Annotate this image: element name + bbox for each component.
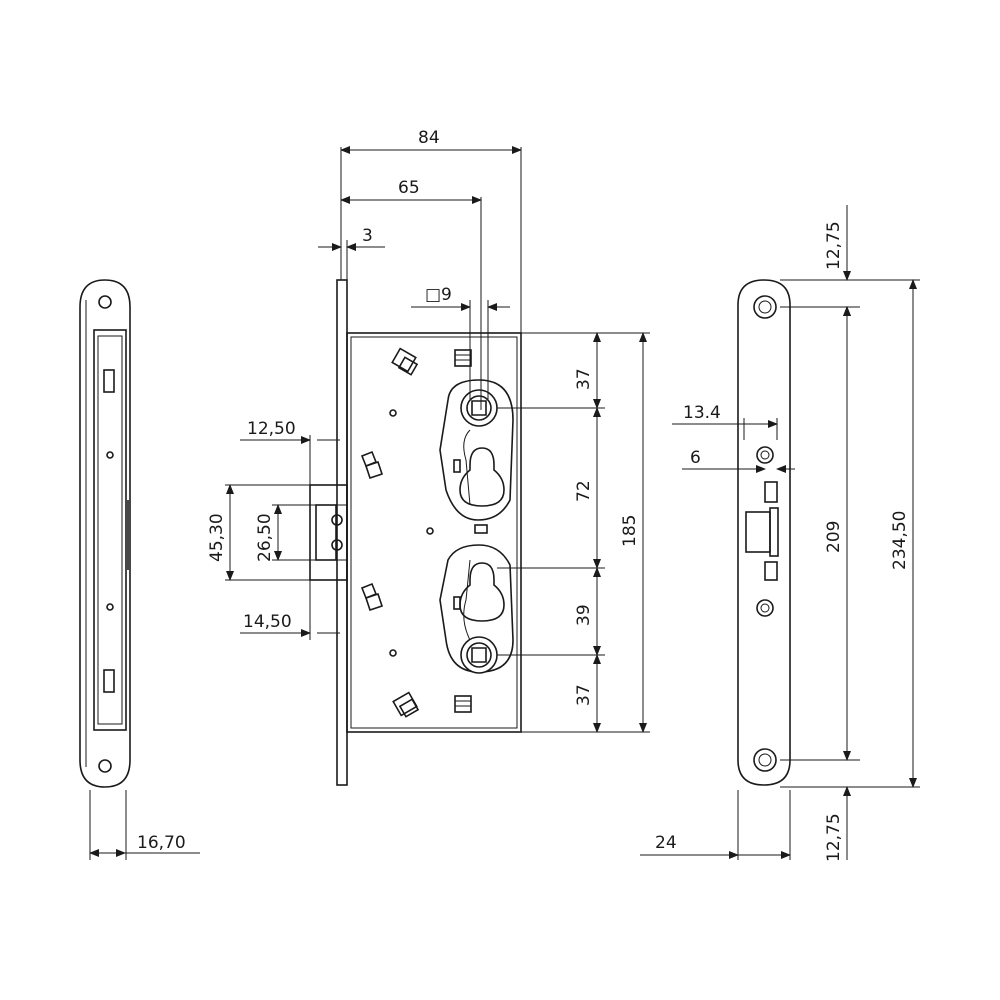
offset-b-label: 6 <box>690 448 701 468</box>
cylinder-cutout-upper <box>459 447 505 507</box>
latch-window <box>745 511 771 553</box>
spring-part-bottom <box>392 691 420 718</box>
screw-hole-bottom <box>753 748 777 772</box>
top-to-follower-label: 37 <box>574 368 594 390</box>
faceplate-thickness-label: 3 <box>362 226 373 246</box>
lower-to-bottom-label: 37 <box>574 684 594 706</box>
hole-spacing-label: 209 <box>824 521 844 553</box>
bolt-height-inner-label: 26,50 <box>255 513 275 562</box>
faceplate-front <box>737 279 791 786</box>
bolt-projection-label: 14,50 <box>243 612 292 632</box>
vent-slots-top <box>454 349 472 367</box>
dim-bolt-height-outer: 45,30 <box>207 484 310 581</box>
side-view <box>79 279 131 788</box>
spindle-hole-upper <box>756 446 774 464</box>
dim-faceplate-width: 24 <box>640 790 791 860</box>
body-height-label: 185 <box>620 515 640 547</box>
dim-chain-vertical: 37 72 39 37 185 <box>497 332 650 733</box>
dim-offset-a: 13.4 <box>672 403 778 440</box>
dim-faceplate-thickness: 3 <box>318 226 385 280</box>
dim-bolt-projection: 14,50 <box>240 580 340 640</box>
offset-a-label: 13.4 <box>683 403 721 423</box>
dim-backset: 65 <box>340 178 482 410</box>
bolt-height-outer-label: 45,30 <box>207 513 227 562</box>
dim-bolt-height-inner: 26,50 <box>255 504 310 562</box>
latch-spring-upper <box>360 450 384 480</box>
hole-bottom-margin-label: 12,75 <box>824 813 844 862</box>
latch-spring-lower <box>360 582 384 612</box>
spring-part-top <box>391 347 419 376</box>
side-thickness-dimension: 16,70 <box>89 790 200 860</box>
dim-offset-b: 6 <box>682 448 795 473</box>
faceplate-width-label: 24 <box>655 833 677 853</box>
hole-top-margin-label: 12,75 <box>824 221 844 270</box>
dim-total-width: 84 <box>340 128 522 333</box>
latch-bolt <box>309 484 348 581</box>
follower-to-cylinder-label: 72 <box>574 480 594 502</box>
dim-latch-projection: 12,50 <box>240 419 340 485</box>
dim-faceplate-vertical: 12,75 209 12,75 234,50 <box>780 205 920 862</box>
spindle-hole-lower <box>756 599 774 617</box>
lock-body <box>309 279 522 786</box>
spindle-square-label: □9 <box>425 285 452 305</box>
side-thickness-label: 16,70 <box>137 833 186 853</box>
total-length-label: 234,50 <box>890 511 910 570</box>
dim-spindle-square: □9 <box>411 285 510 400</box>
cylinder-to-lower-label: 39 <box>574 604 594 626</box>
backset-label: 65 <box>398 178 420 198</box>
vent-slots-bottom <box>454 695 472 713</box>
latch-projection-label: 12,50 <box>247 419 296 439</box>
total-width-label: 84 <box>418 128 440 148</box>
screw-hole-top <box>753 295 777 319</box>
mechanism-outline <box>439 379 514 521</box>
